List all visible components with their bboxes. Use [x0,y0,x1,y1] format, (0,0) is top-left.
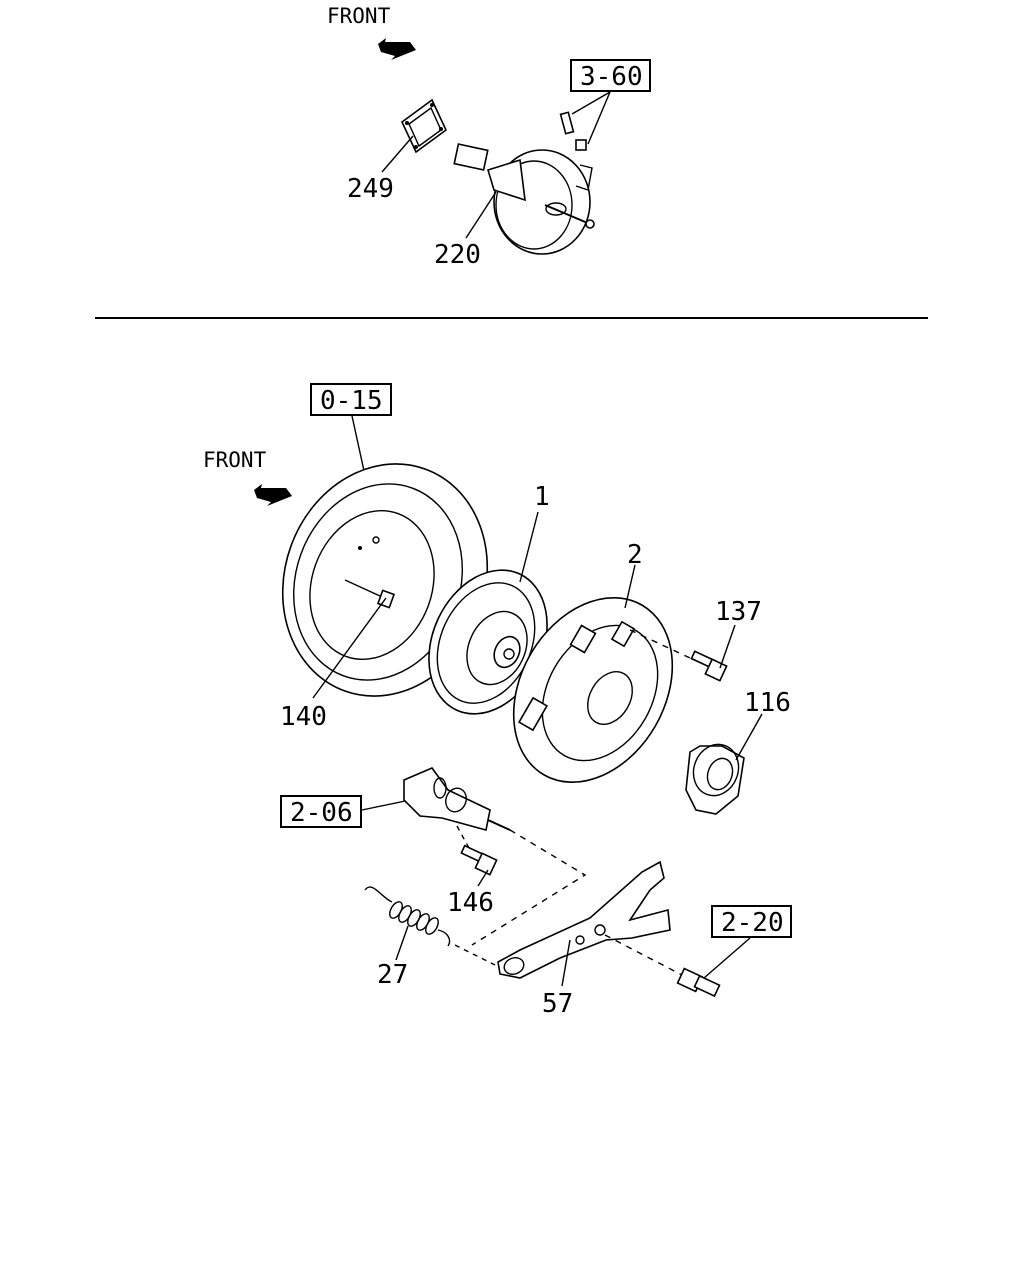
callout-146[interactable]: 146 [447,888,494,918]
callout-1[interactable]: 1 [534,482,550,512]
front-label-upper: FRONT [327,4,391,28]
ref-box-3-60[interactable]: 3-60 [570,59,651,92]
pivot-bolt-icon [676,967,721,998]
spring-27-icon [364,886,451,947]
ref-box-0-15-label: 0-15 [320,386,383,416]
lower-section: 0-15 FRONT 140 1 [203,383,792,1019]
front-arrow-lower-icon [254,484,292,506]
ref-box-3-60-label: 3-60 [580,62,643,92]
release-bearing-116-icon [685,743,745,815]
pressure-plate-2-icon [512,597,674,783]
release-fork-57-icon [497,860,671,979]
callout-140[interactable]: 140 [280,702,327,732]
front-arrow-upper-icon [378,38,416,60]
gasket-249-icon [400,98,448,154]
ref-box-2-20-label: 2-20 [721,908,784,938]
upper-section: FRONT 3-60 249 [327,4,651,270]
ref-box-2-06[interactable]: 2-06 [280,795,362,828]
ref-box-0-15[interactable]: 0-15 [310,383,392,416]
callout-220[interactable]: 220 [434,240,481,270]
callout-116[interactable]: 116 [744,688,791,718]
ref-box-2-20[interactable]: 2-20 [711,905,792,938]
callout-27[interactable]: 27 [377,960,408,990]
bolt-146-icon [460,844,498,876]
callout-249[interactable]: 249 [347,174,394,204]
pin-icon [559,111,587,151]
clutch-disc-1-icon [428,569,548,715]
ref-box-2-06-label: 2-06 [290,798,353,828]
callout-57[interactable]: 57 [542,989,573,1019]
front-label-lower: FRONT [203,448,267,472]
slave-cylinder-icon [403,767,511,831]
brake-booster-220-icon [453,143,595,255]
callout-2[interactable]: 2 [627,540,643,570]
callout-137[interactable]: 137 [715,597,762,627]
